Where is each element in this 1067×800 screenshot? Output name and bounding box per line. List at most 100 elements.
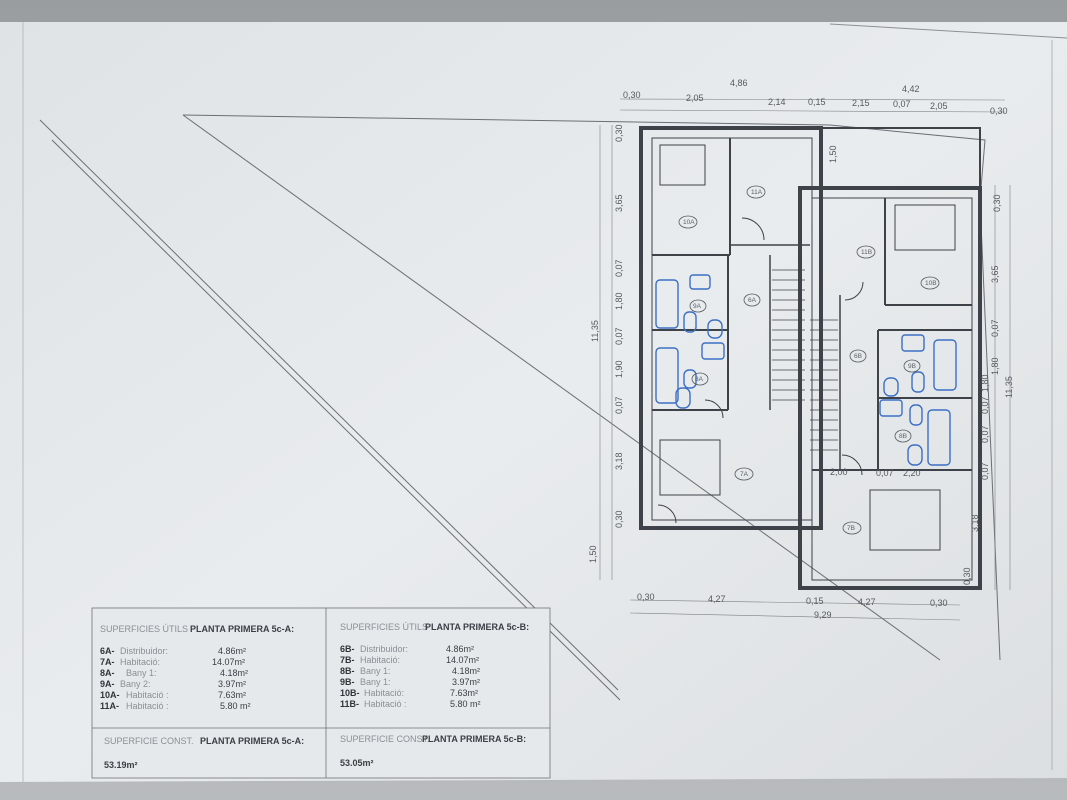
room-label-7a: 7A [740, 471, 749, 478]
room-tags [678, 185, 940, 535]
room-label-8a: 8A [695, 376, 704, 383]
dimensions-left: 0,30 3,65 0,07 1,80 0,07 1,90 0,07 3,18 … [588, 124, 624, 563]
dim-right-3: 0,07 [990, 319, 1000, 337]
dim-bottom-1: 0,30 [637, 592, 655, 602]
room-label-11a: 11A [751, 189, 763, 196]
legend-a-code-6: 11A- [100, 701, 119, 711]
legend-b-value-1: 4.86m² [446, 644, 474, 654]
legend-b-name-3: Bany 1: [360, 666, 391, 676]
dim-left-7: 0,07 [614, 396, 624, 414]
dim-top-3: 2,05 [686, 93, 704, 103]
legend-a-value-4: 3.97m² [218, 679, 246, 689]
legend-a-name-6: Habitació : [126, 701, 169, 711]
dim-top-8: 0,07 [893, 99, 911, 109]
legend-b-const-bold: PLANTA PRIMERA 5c-B: [422, 734, 526, 744]
dim-left-1: 0,30 [614, 124, 624, 142]
legend-b: SUPERFICIES ÚTILS PLANTA PRIMERA 5c-B: 6… [340, 622, 529, 768]
legend-a-const-light: SUPERFICIE CONST. [104, 736, 194, 746]
legend-a-code-4: 9A- [100, 679, 115, 689]
dimension-lines [599, 98, 1011, 621]
dim-left-5: 0,07 [614, 327, 624, 345]
legend-a: SUPERFICIES ÚTILS PLANTA PRIMERA 5c-A: 6… [100, 624, 304, 770]
dim-right-5: 0,07 [980, 396, 990, 414]
dim-top-5: 0,15 [808, 97, 826, 107]
room-label-11b: 11B [861, 249, 872, 256]
dim-bottom-4: 4,27 [858, 597, 876, 607]
legend-a-value-1: 4.86m² [218, 646, 246, 656]
legend-b-value-2: 14.07m² [446, 655, 479, 665]
legend-b-name-5: Habitació: [364, 688, 404, 698]
legend-a-name-2: Habitació: [120, 657, 160, 667]
room-label-6a: 6A [748, 297, 757, 304]
room-label-6b: 6B [854, 353, 862, 360]
legend-a-code-1: 6A- [100, 646, 115, 656]
dim-left-3: 0,07 [614, 259, 624, 277]
legend-b-value-3: 4.18m² [452, 666, 480, 676]
dim-inner-4: 1,50 [828, 145, 838, 163]
dim-left-11: 11,35 [590, 320, 600, 342]
legend-a-const-value: 53.19m² [104, 760, 138, 770]
legend-a-value-3: 4.18m² [220, 668, 248, 678]
legend-b-value-4: 3.97m² [452, 677, 480, 687]
legend-a-value-2: 14.07m² [212, 657, 245, 667]
legend-b-code-1: 6B- [340, 644, 355, 654]
room-label-10b: 10B [925, 280, 937, 287]
room-label-8b: 8B [899, 433, 907, 440]
dim-top-9: 2,05 [930, 101, 948, 111]
dim-right-2: 3,65 [990, 265, 1000, 283]
dim-inner-1: 2,00 [830, 467, 848, 477]
dim-right-8: 0,07 [980, 462, 990, 480]
legend-a-code-2: 7A- [100, 657, 115, 667]
legend-a-name-1: Distribuidor: [120, 646, 168, 656]
dim-left-6: 1,90 [614, 360, 624, 378]
dim-bottom-3: 0,15 [806, 596, 824, 606]
room-tag-labels: 10A 11A 6A 9A 8A 7A 11B 10B 6B 9B 8B 7B [683, 189, 937, 532]
dim-right-7: 1,80 [980, 374, 990, 392]
legend-b-const-light: SUPERFICIE CONST. [340, 734, 430, 744]
legend-b-heading-light: SUPERFICIES ÚTILS [340, 622, 428, 632]
dim-top-7: 2,15 [852, 98, 870, 108]
legend-b-value-6: 5.80 m² [450, 699, 481, 709]
legend-a-heading-bold: PLANTA PRIMERA 5c-A: [190, 624, 294, 634]
legend-table-frame [91, 607, 551, 779]
legend-a-name-5: Habitació : [126, 690, 169, 700]
room-label-7b: 7B [847, 525, 855, 532]
legend-a-name-4: Bany 2: [120, 679, 151, 689]
legend-b-code-3: 8B- [340, 666, 355, 676]
dim-top-1: 0,30 [623, 90, 641, 100]
dim-top-6: 4,42 [902, 84, 920, 94]
dim-right-10: 0,30 [962, 567, 972, 585]
room-label-9b: 9B [908, 363, 916, 370]
dim-bottom-5: 0,30 [930, 598, 948, 608]
dim-left-8: 3,18 [614, 452, 624, 470]
plot-boundary-lines [39, 114, 1001, 701]
dim-left-2: 3,65 [614, 194, 624, 212]
dim-right-1: 0,30 [992, 194, 1002, 212]
dim-right-6: 0,07 [980, 425, 990, 443]
dimensions-inner: 2,00 0,07 2,20 1,50 [828, 145, 921, 478]
legend-a-value-5: 7.63m² [218, 690, 246, 700]
dim-left-10: 1,50 [588, 545, 598, 563]
dim-top-2: 4,86 [730, 78, 748, 88]
room-label-9a: 9A [693, 303, 702, 310]
sheet-border-top [829, 23, 1067, 39]
legend-a-code-3: 8A- [100, 668, 115, 678]
room-label-10a: 10A [683, 219, 695, 226]
legend-b-name-6: Habitació : [364, 699, 407, 709]
legend-b-name-4: Bany 1: [360, 677, 391, 687]
dim-right-9: 3,18 [970, 514, 980, 532]
legend-b-const-value: 53.05m² [340, 758, 374, 768]
dim-right-4: 1,80 [990, 357, 1000, 375]
legend-b-code-4: 9B- [340, 677, 355, 687]
legend-b-heading-bold: PLANTA PRIMERA 5c-B: [425, 622, 529, 632]
legend-b-name-1: Distribuidor: [360, 644, 408, 654]
legend-a-code-5: 10A- [100, 690, 120, 700]
dim-right-11: 11,35 [1004, 376, 1014, 398]
dim-inner-2: 0,07 [876, 468, 894, 478]
dim-inner-3: 2,20 [903, 468, 921, 478]
dim-left-4: 1,80 [614, 292, 624, 310]
legend-b-code-6: 11B- [340, 699, 359, 709]
legend-a-name-3: Bany 1: [126, 668, 157, 678]
